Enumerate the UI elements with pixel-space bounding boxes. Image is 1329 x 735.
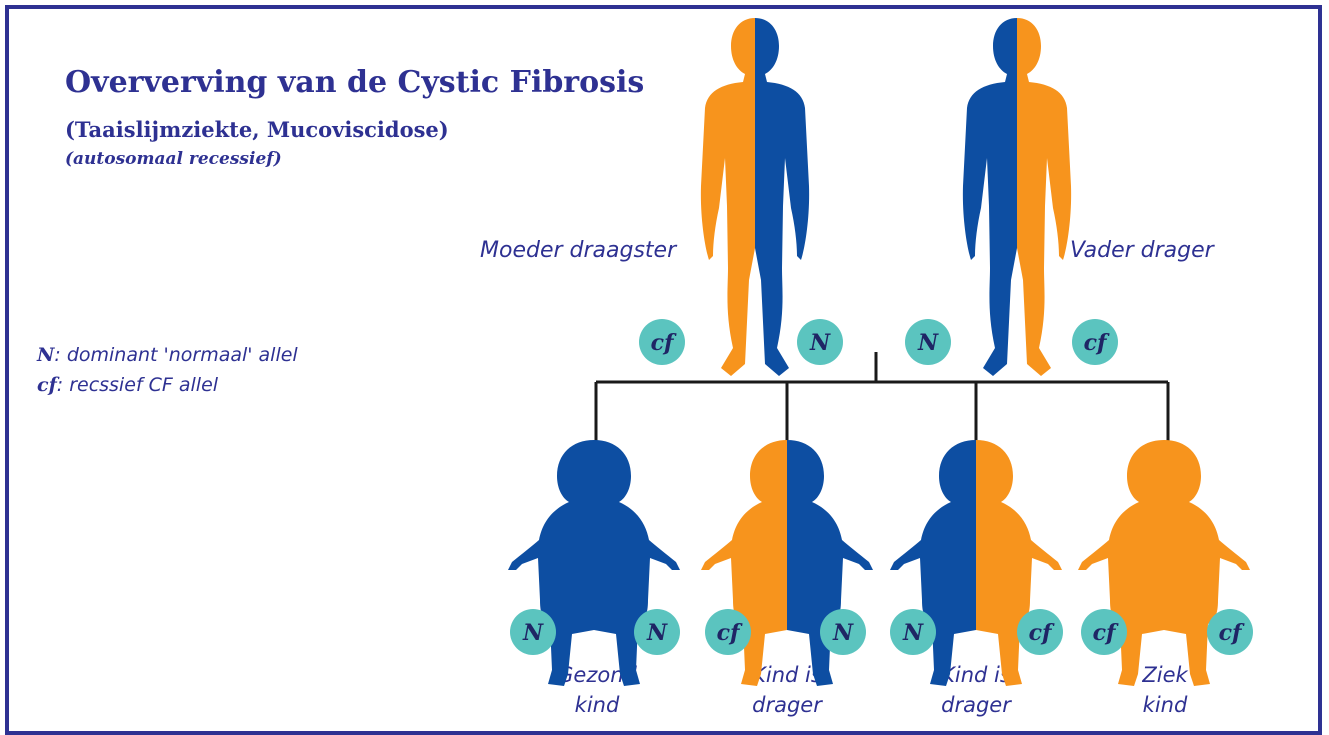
allele-text: cf bbox=[651, 330, 677, 356]
allele-text: cf bbox=[1029, 620, 1055, 646]
tree-connectors bbox=[596, 352, 1168, 442]
allele-text: cf bbox=[1084, 330, 1110, 356]
allele-text: N bbox=[809, 330, 831, 356]
allele-text: cf bbox=[1093, 620, 1119, 646]
mother-figure bbox=[701, 18, 809, 376]
allele-text: N bbox=[646, 620, 668, 646]
allele-text: N bbox=[902, 620, 924, 646]
allele-text: cf bbox=[717, 620, 743, 646]
allele-text: cf bbox=[1219, 620, 1245, 646]
father-figure bbox=[963, 18, 1071, 376]
allele-text: N bbox=[522, 620, 544, 646]
allele-text: N bbox=[917, 330, 939, 356]
allele-text: N bbox=[832, 620, 854, 646]
pedigree-diagram: cf N N cf N N cf N N cf cf cf bbox=[0, 0, 1329, 717]
